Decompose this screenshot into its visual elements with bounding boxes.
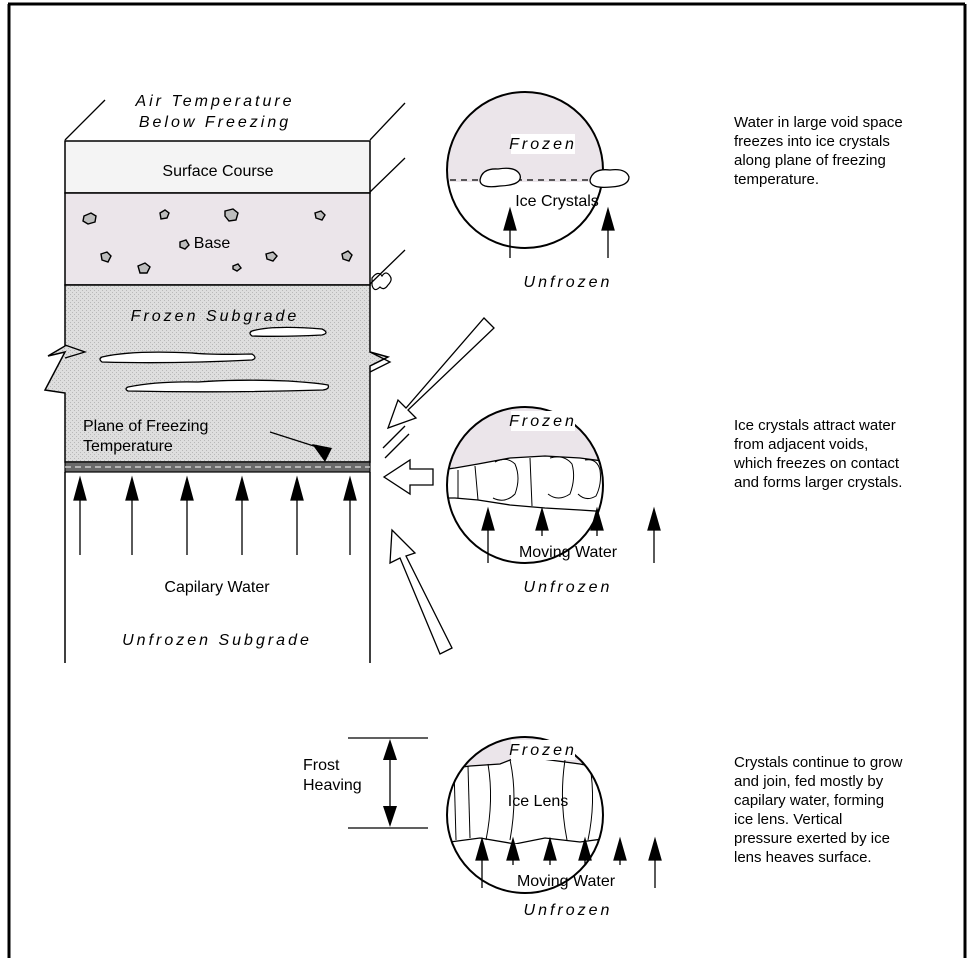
air-temperature-label-2: Below Freezing	[139, 114, 291, 131]
arrow-from-stage2	[382, 458, 434, 496]
stage1-description-line: freezes into ice crystals	[734, 133, 890, 150]
frame	[7, 2, 967, 958]
stage3-description-line: and join, fed mostly by	[734, 773, 884, 790]
aggregate-stones	[82, 208, 353, 274]
frost-heaving-label-1: Frost	[303, 757, 340, 774]
frost-heaving-dimension: Frost Heaving	[303, 737, 428, 829]
plane-pointer-arrowhead	[312, 444, 332, 462]
ice-lenses-column	[99, 326, 330, 393]
stage2-frozen-label: Frozen	[509, 413, 577, 430]
unfrozen-subgrade-region	[64, 472, 371, 663]
soil-column: Air Temperature Below Freezing Surface C…	[43, 93, 406, 663]
frozen-subgrade-label: Frozen Subgrade	[131, 308, 300, 325]
stage3-description-line: lens heaves surface.	[734, 849, 872, 866]
stage3-description-line: capilary water, forming	[734, 792, 884, 809]
arrow-from-stage1	[386, 317, 495, 430]
stage3-circle: Frozen Ice Lens Moving Water Unfrozen	[446, 736, 662, 919]
stage3-description: Crystals continue to grow and join, fed …	[734, 754, 903, 866]
capillary-water-label: Capilary Water	[164, 579, 270, 596]
stage3-description-line: pressure exerted by ice	[734, 830, 890, 847]
plane-of-freezing-label-2: Temperature	[83, 438, 173, 455]
stage2-description-line: and forms larger crystals.	[734, 474, 902, 491]
stage3-ice-lens-label: Ice Lens	[508, 793, 568, 810]
base-label: Base	[194, 235, 231, 252]
stage3-description-line: ice lens. Vertical	[734, 811, 842, 828]
air-temperature-top: Air Temperature Below Freezing	[64, 93, 406, 285]
unfrozen-subgrade-label: Unfrozen Subgrade	[122, 632, 312, 649]
stage3-frozen-label: Frozen	[509, 742, 577, 759]
stage1-description-line: Water in large void space	[734, 114, 903, 131]
stage1-circle: Frozen Ice Crystals Unfrozen	[446, 91, 630, 291]
arrow-from-stage3	[389, 528, 453, 655]
stage3-unfrozen-label: Unfrozen	[524, 902, 613, 919]
surface-course-layer	[64, 140, 371, 194]
connector-arrows	[382, 317, 495, 655]
stage3-description-line: Crystals continue to grow	[734, 754, 903, 771]
stage2-circle: Frozen Moving Water Unfrozen	[446, 406, 661, 596]
break-symbol-icon	[371, 272, 392, 291]
stage1-description-line: temperature.	[734, 171, 819, 188]
stage1-ice-crystals-label: Ice Crystals	[515, 193, 599, 210]
stage1-unfrozen-label: Unfrozen	[524, 274, 613, 291]
surface-course-label: Surface Course	[162, 163, 273, 180]
stage1-frozen-label: Frozen	[509, 136, 577, 153]
base-layer	[64, 192, 371, 286]
stage2-unfrozen-label: Unfrozen	[524, 579, 613, 596]
stage3-moving-water-label: Moving Water	[517, 873, 616, 890]
stage2-description-line: which freezes on contact	[733, 455, 900, 472]
stage2-description: Ice crystals attract water from adjacent…	[733, 417, 902, 491]
stage1-description: Water in large void space freezes into i…	[734, 114, 903, 188]
stage2-moving-water-label: Moving Water	[519, 544, 618, 561]
frost-heaving-label-2: Heaving	[303, 777, 362, 794]
plane-of-freezing-label-1: Plane of Freezing	[83, 418, 208, 435]
stage2-description-line: from adjacent voids,	[734, 436, 868, 453]
capillary-arrows	[73, 475, 357, 555]
plane-pointer-line	[269, 431, 321, 449]
stage1-description-line: along plane of freezing	[734, 152, 886, 169]
air-temperature-label-1: Air Temperature	[134, 93, 294, 110]
stage2-description-line: Ice crystals attract water	[734, 417, 896, 434]
